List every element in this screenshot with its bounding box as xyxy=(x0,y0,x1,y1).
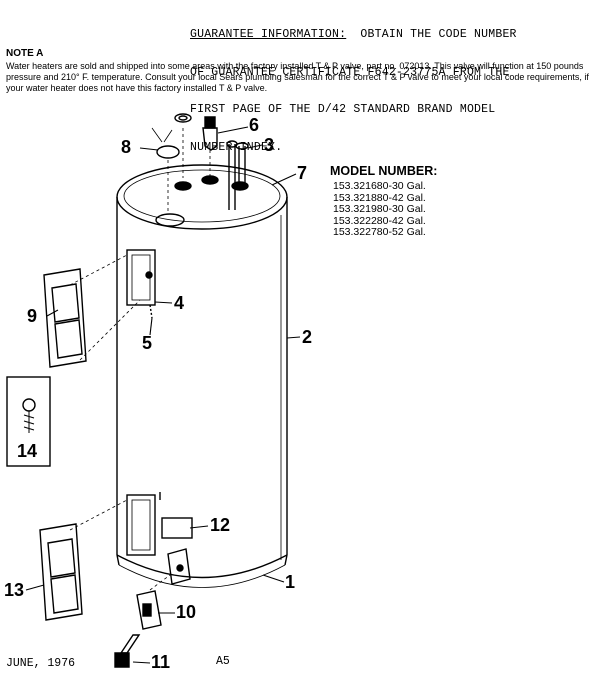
footer-date: JUNE, 1976 xyxy=(6,657,76,670)
leader-lines xyxy=(25,126,301,664)
callout-10-label: 10 xyxy=(176,602,197,622)
top-fittings xyxy=(151,113,249,227)
screw-box xyxy=(6,376,51,467)
callout-7-label: 7 xyxy=(297,163,308,183)
callout-2-label: 2 xyxy=(302,327,313,347)
model-item: 153.321680-30 Gal. xyxy=(333,180,426,192)
upper-access-panel xyxy=(69,249,156,361)
upper-access-cover xyxy=(43,268,87,368)
model-item: 153.321880-42 Gal. xyxy=(333,191,426,204)
guarantee-line4: NUMBER INDEX. xyxy=(190,140,283,154)
model-item: 153.321980-30 Gal. xyxy=(333,203,426,215)
thermostat xyxy=(114,548,191,668)
model-number-title: MODEL NUMBER: xyxy=(330,164,438,178)
callout-3-label: 3 xyxy=(264,135,275,155)
guarantee-information: GUARANTEE INFORMATION: OBTAIN THE CODE N… xyxy=(190,4,602,167)
callout-12-label: 12 xyxy=(210,515,231,535)
model-item: 153.322280-42 Gal. xyxy=(333,214,426,227)
guarantee-line1-rest: OBTAIN THE CODE NUMBER xyxy=(346,28,517,41)
callout-6-label: 6 xyxy=(249,115,260,135)
guarantee-heading: GUARANTEE INFORMATION: xyxy=(190,28,347,41)
callout-4-label: 4 xyxy=(174,293,185,313)
footer-page-number: A5 xyxy=(216,655,230,668)
tank-jacket xyxy=(116,164,288,588)
callout-13-label: 13 xyxy=(4,580,25,600)
note-body: Water heaters are sold and shipped into … xyxy=(6,61,589,93)
model-number-list: 153.321680-30 Gal. 153.321880-42 Gal. 15… xyxy=(333,180,426,239)
callout-8-label: 8 xyxy=(121,137,132,157)
lower-access-cover xyxy=(39,523,83,621)
callout-5-label: 5 xyxy=(142,333,153,353)
model-item: 153.322780-52 Gal. xyxy=(333,226,426,238)
lower-access-panel xyxy=(69,492,193,556)
callout-14-label: 14 xyxy=(17,441,38,461)
callout-11-label: 11 xyxy=(151,652,171,672)
guarantee-line3: FIRST PAGE OF THE D/42 STANDARD BRAND MO… xyxy=(190,103,496,116)
callout-1-label: 1 xyxy=(285,572,296,592)
guarantee-line2: OF GUARANTEE CERTIFICATE F642-23775A FRO… xyxy=(190,65,510,79)
note-title: NOTE A xyxy=(6,48,44,59)
callout-9-label: 9 xyxy=(27,306,38,326)
